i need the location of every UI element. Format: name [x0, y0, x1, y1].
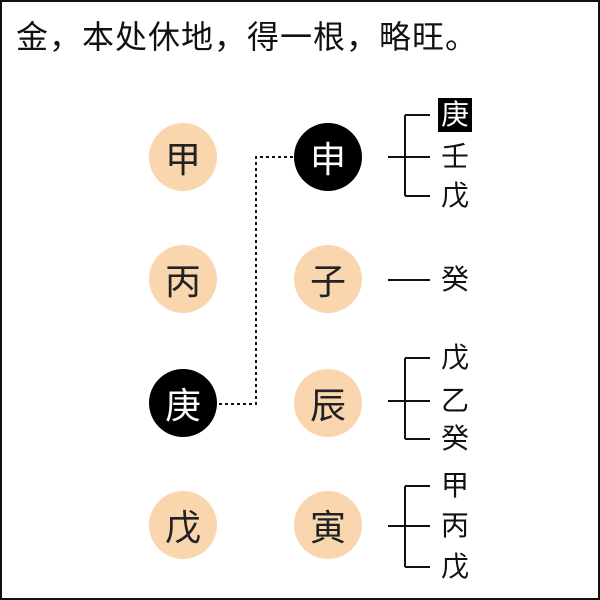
bracket-shen [388, 114, 430, 197]
hidden-stem-chen-1: 戊 [440, 341, 469, 374]
stem-circle-wu: 戊 [149, 491, 217, 559]
hidden-stem-chen-3: 癸 [440, 422, 469, 455]
stem-circle-geng: 庚 [149, 369, 217, 437]
branch-circle-chen: 辰 [294, 369, 362, 437]
branch-circle-yin: 寅 [294, 491, 362, 559]
hidden-stem-zi-1: 癸 [440, 263, 469, 296]
hidden-stem-yin-3: 戊 [440, 550, 469, 583]
stem-circle-bing: 丙 [149, 245, 217, 313]
hidden-stem-shen-3: 戊 [440, 179, 469, 212]
hidden-stem-yin-2: 丙 [440, 509, 469, 542]
branch-circle-zi: 子 [294, 245, 362, 313]
hidden-stem-chen-2: 乙 [440, 384, 469, 417]
bracket-chen [388, 357, 430, 440]
hidden-stem-yin-1: 甲 [440, 469, 469, 502]
branch-circle-shen: 申 [294, 123, 362, 191]
hidden-stem-shen-1: 庚 [438, 98, 472, 132]
dotted-connector [219, 156, 294, 405]
bracket-yin [388, 485, 430, 568]
hidden-stem-shen-2: 壬 [440, 140, 469, 173]
diagram-title: 金，本处休地，得一根，略旺。 [16, 18, 479, 56]
stem-circle-jia: 甲 [149, 123, 217, 191]
